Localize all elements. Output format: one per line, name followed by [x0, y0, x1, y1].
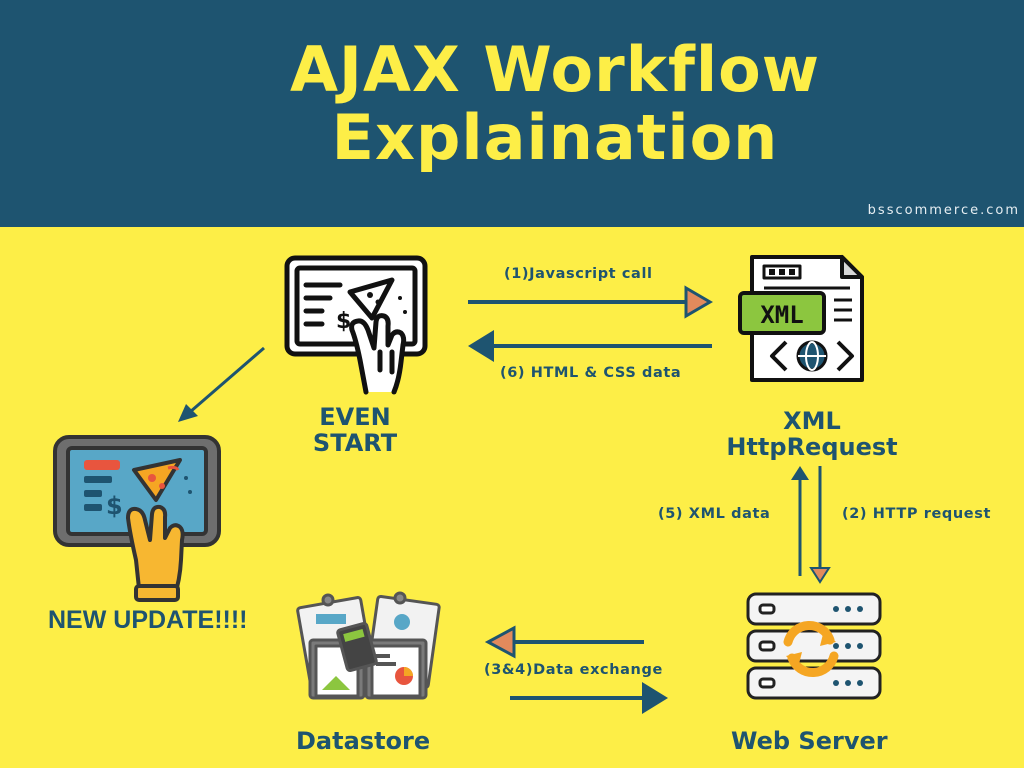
arrow-xml-data [791, 466, 809, 576]
node-new-update-label: NEW UPDATE!!!! [48, 606, 248, 634]
touch-screen-pizza-icon: $ [284, 255, 428, 395]
server-sync-icon [746, 592, 882, 700]
arrow-javascript-call [468, 285, 713, 319]
title-line-1: AJAX Workflow [289, 33, 821, 106]
arrow-html-css-data [468, 330, 712, 362]
xml-badge-text: XML [760, 301, 803, 329]
xml-httprequest-line-2: HttpRequest [726, 433, 898, 461]
header-banner: AJAX Workflow Explaination bsscommerce.c… [0, 0, 1024, 227]
documents-calculator-icon [296, 591, 441, 700]
node-xml-httprequest-label: XML HttpRequest [712, 408, 912, 460]
svg-text:$: $ [106, 492, 123, 520]
xml-httprequest-line-1: XML [783, 407, 841, 435]
node-datastore-label: Datastore [296, 727, 431, 755]
arrow-data-exchange-right [510, 682, 668, 714]
even-start-line-1: EVEN [319, 403, 391, 431]
edge-label-http-request: (2) HTTP request [842, 506, 991, 522]
arrow-data-exchange-left [484, 625, 644, 659]
node-even-start-label: EVEN START [300, 404, 410, 456]
edge-label-data-exchange: (3&4)Data exchange [484, 662, 663, 678]
arrow-http-request [809, 466, 831, 584]
title-line-2: Explaination [331, 101, 779, 174]
edge-label-javascript-call: (1)Javascript call [504, 266, 653, 282]
xml-document-icon: XML [738, 255, 864, 382]
tablet-touch-pizza-icon: $ [53, 435, 221, 602]
arrow-to-new-update [178, 346, 265, 422]
edge-label-xml-data: (5) XML data [658, 506, 771, 522]
brand-watermark: bsscommerce.com [867, 203, 1020, 218]
even-start-line-2: START [312, 429, 398, 457]
svg-text:$: $ [336, 309, 351, 334]
page-title: AJAX Workflow Explaination [0, 36, 1024, 172]
edge-label-html-css-data: (6) HTML & CSS data [500, 365, 682, 381]
node-web-server-label: Web Server [731, 727, 888, 755]
